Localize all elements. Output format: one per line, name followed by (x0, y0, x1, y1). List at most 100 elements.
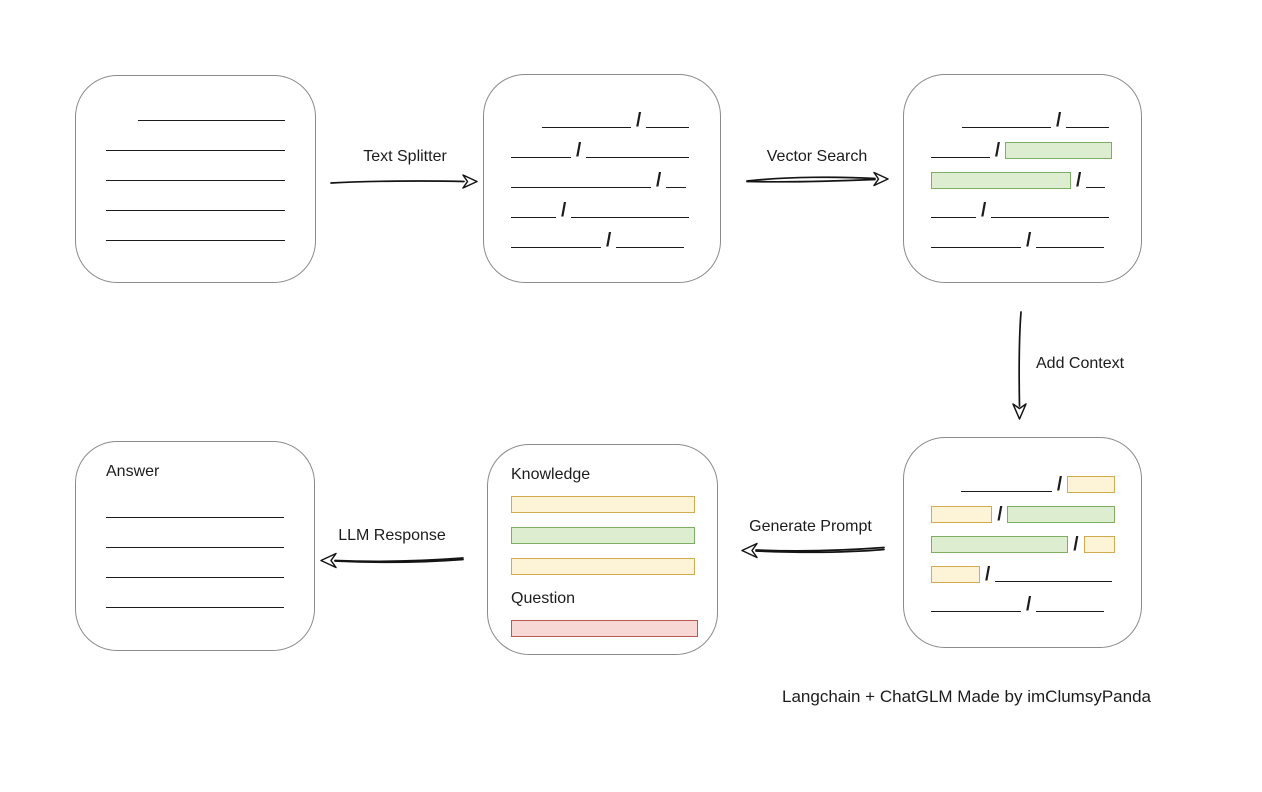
red-bar (511, 620, 698, 637)
text-line (961, 491, 1052, 492)
slash-separator: / (636, 110, 642, 131)
slash-separator: / (576, 140, 582, 161)
text-line (1036, 247, 1105, 248)
slash-separator: / (1076, 170, 1082, 191)
answer-node: Answer (75, 441, 315, 651)
green-highlight-chunk (931, 536, 1069, 553)
chunk-row: / (511, 99, 691, 131)
slash-separator: / (997, 504, 1003, 525)
matched-chunks-node: ///// (903, 74, 1142, 283)
chunk-row: / (931, 583, 1115, 615)
knowledge-bars (511, 496, 695, 575)
text-line (991, 217, 1110, 218)
chunk-row (106, 182, 285, 212)
slash-separator: / (606, 230, 612, 251)
text-line (931, 247, 1021, 248)
slash-separator: / (561, 200, 567, 221)
yellow-highlight-chunk (931, 506, 993, 523)
context-chunks-lines: / / / / / (904, 438, 1141, 615)
text-line (106, 180, 285, 181)
split-chunks-node: / / / / / (483, 74, 721, 283)
text-line (106, 210, 285, 211)
slash-separator: / (981, 200, 987, 221)
chunk-row: / (511, 189, 691, 221)
slash-separator: / (1073, 534, 1079, 555)
chunk-row (106, 152, 285, 182)
chunk-row (106, 549, 284, 579)
text-line (995, 581, 1113, 582)
question-bars (511, 620, 698, 637)
chunk-row (106, 122, 285, 152)
text-line (1036, 611, 1105, 612)
prompt-node-content: Knowledge Question (488, 445, 717, 637)
chunk-row: / (931, 493, 1115, 525)
generate-prompt-label: Generate Prompt (749, 518, 872, 535)
llm-response-label: LLM Response (338, 527, 446, 544)
chunk-row (106, 92, 285, 122)
slash-separator: / (985, 564, 991, 585)
text-line (511, 247, 601, 248)
slash-separator: / (656, 170, 662, 191)
yellow-highlight-chunk (931, 566, 980, 583)
text-line (106, 240, 285, 241)
llm-response-arrow (320, 552, 464, 569)
slash-separator: / (1056, 110, 1062, 131)
chunk-row (106, 212, 285, 242)
text-line (511, 157, 571, 158)
add-context-arrow (1012, 311, 1027, 420)
vector-search-label: Vector Search (766, 148, 868, 165)
answer-heading: Answer (106, 463, 160, 480)
credit-caption: Langchain + ChatGLM Made by imClumsyPand… (782, 687, 1151, 706)
chunk-row: / (931, 159, 1112, 191)
text-line (931, 157, 990, 158)
text-line (106, 577, 284, 578)
context-chunks-node: / / / / / (903, 437, 1142, 648)
text-line (962, 127, 1051, 128)
chunk-row: / (511, 159, 691, 191)
answer-lines (106, 489, 284, 609)
slash-separator: / (1026, 594, 1032, 615)
generate-prompt-arrow (741, 542, 885, 559)
chunk-row: / (931, 99, 1112, 131)
text-line (106, 607, 284, 608)
text-splitter-arrow (330, 174, 478, 189)
yellow-bar (511, 496, 695, 513)
chunk-row: / (511, 129, 691, 161)
chunk-row: / (931, 523, 1115, 555)
knowledge-heading: Knowledge (511, 466, 591, 483)
chunk-row (106, 519, 284, 549)
text-line (1086, 187, 1106, 188)
answer-node-content: Answer (76, 442, 314, 609)
text-line (571, 217, 690, 218)
split-chunks-lines: / / / / / (484, 75, 720, 251)
green-bar (511, 527, 695, 544)
text-line (106, 547, 284, 548)
chunk-row (106, 489, 284, 519)
text-line (106, 517, 284, 518)
yellow-highlight-chunk (1083, 536, 1115, 553)
slash-separator: / (994, 140, 1001, 161)
vector-search-arrow (746, 171, 889, 187)
chunk-row: / (931, 189, 1112, 221)
text-line (542, 127, 631, 128)
text-line (138, 120, 285, 121)
source-document-node (75, 75, 316, 283)
chunk-row: / (931, 463, 1115, 494)
yellow-highlight-chunk (1067, 476, 1115, 493)
text-line (931, 217, 976, 218)
text-line (106, 150, 285, 151)
chunk-row: / (511, 219, 691, 251)
chunk-row: / (931, 553, 1115, 585)
text-line (1066, 127, 1110, 128)
text-line (511, 187, 651, 188)
green-highlight-chunk (931, 172, 1071, 189)
green-highlight-chunk (1005, 142, 1112, 159)
text-line (616, 247, 685, 248)
text-line (666, 187, 687, 188)
prompt-node: Knowledge Question (487, 444, 718, 655)
chunk-row: / (931, 219, 1112, 250)
matched-chunks-lines: ///// (904, 75, 1141, 250)
text-line (586, 157, 690, 158)
text-splitter-label: Text Splitter (363, 148, 447, 165)
